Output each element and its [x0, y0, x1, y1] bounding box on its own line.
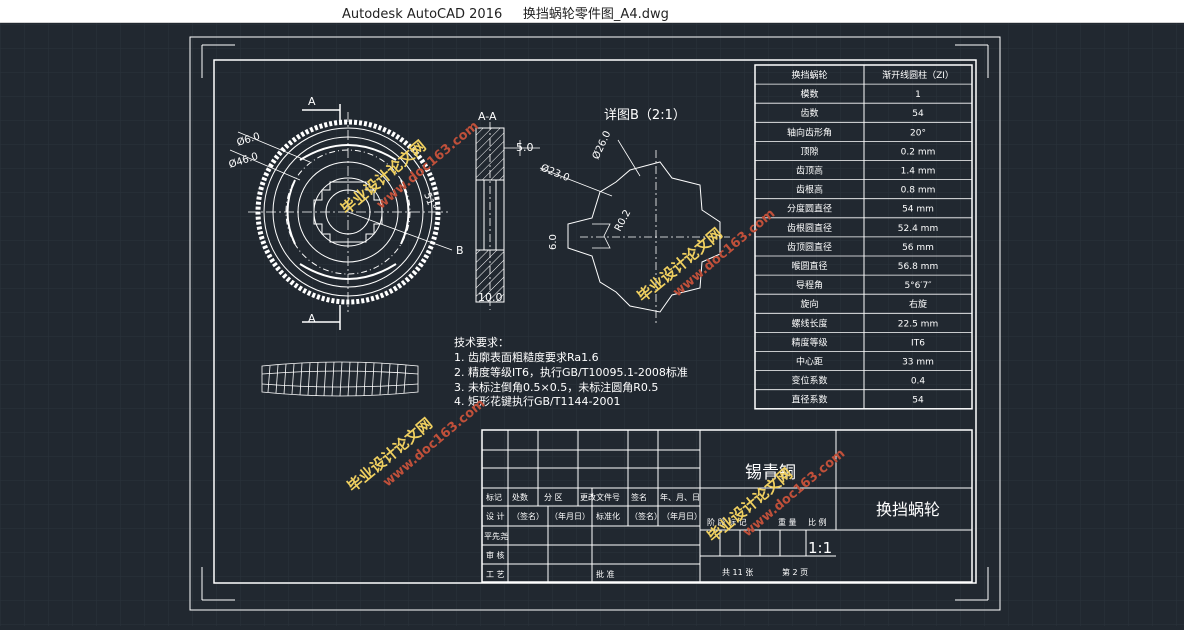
approve-label: 批 准: [596, 569, 615, 579]
parameter-name: 直径系数: [791, 394, 827, 406]
parameter-name: 导程角: [796, 279, 823, 291]
parameter-name: 中心距: [796, 355, 823, 367]
notes-heading: 技术要求：: [454, 336, 509, 349]
title-block-text: 标记 处数 分 区 更改文件号 签名 年、月、日 设 计 （签名） （年月日） …: [484, 492, 827, 579]
cut-label-a-bottom: A: [308, 312, 316, 325]
parameter-name: 喉圆直径: [791, 260, 827, 272]
note-4: 4. 矩形花键执行GB/T1144-2001: [454, 394, 620, 408]
parameter-name: 换挡蜗轮: [791, 69, 827, 81]
stage-label: 阶 段 标 记: [707, 517, 747, 527]
parameter-name: 螺线长度: [791, 317, 827, 329]
hdr-mark: 标记: [486, 492, 502, 502]
parameter-name: 齿顶高: [796, 164, 823, 176]
parameter-value: 1: [915, 90, 921, 100]
technical-notes: 技术要求： 1. 齿廓表面粗糙度要求Ra1.6 2. 精度等级IT6，执行GB/…: [454, 336, 688, 408]
parameter-value: 右旋: [909, 298, 927, 310]
detail-label: 详图B（2:1）: [604, 108, 686, 123]
parameter-name: 齿根圆直径: [787, 222, 832, 234]
weight-label: 重 量: [778, 517, 797, 527]
parameter-name: 旋向: [800, 298, 818, 310]
window-titlebar: Autodesk AutoCAD 2016 换挡蜗轮零件图_A4.dwg: [0, 0, 1184, 23]
detail-view-b: [539, 139, 730, 326]
hdr-zone: 分 区: [544, 493, 563, 502]
note-1: 1. 齿廓表面粗糙度要求Ra1.6: [454, 350, 599, 364]
sheet-number: 第 2 页: [782, 567, 808, 577]
parameter-name: 分度圆直径: [787, 203, 832, 215]
parameter-value: 56.8 mm: [898, 262, 938, 272]
parameter-name: 模数: [800, 88, 818, 100]
parameter-value: 54: [912, 109, 924, 119]
parameter-value: IT6: [911, 338, 925, 348]
parameter-table: 换挡蜗轮 渐开线圆柱（ZI） 模数 1 齿数 54 轴向齿形角 20° 顶隙 0.2 mm 齿顶高 1…: [754, 64, 973, 410]
design-sign: （签名）: [512, 511, 544, 521]
note-2: 2. 精度等级IT6，执行GB/T10095.1-2008标准: [454, 365, 688, 379]
standard-sign: （签名）: [630, 511, 662, 521]
standard-date: （年月日）: [662, 511, 702, 521]
drawing-frame: [189, 36, 1001, 611]
parameter-name: 顶隙: [800, 145, 818, 157]
parameter-value: 1.4 mm: [901, 166, 936, 176]
dim-6: 6.0: [548, 234, 559, 250]
parameter-value: 20°: [910, 128, 926, 138]
standard-label: 标准化: [596, 511, 620, 521]
parameter-name: 齿数: [800, 107, 818, 119]
parameter-value: 52.4 mm: [898, 224, 938, 234]
parameter-value: 渐开线圆柱（ZI）: [882, 69, 954, 81]
cut-line-a: [302, 104, 341, 330]
sheets-total: 共 11 张: [722, 568, 753, 577]
window-title: Autodesk AutoCAD 2016 换挡蜗轮零件图_A4.dwg: [342, 7, 669, 22]
design-date: （年月日）: [550, 511, 590, 521]
hdr-sign: 签名: [631, 492, 647, 502]
cut-label-a-top: A: [308, 95, 316, 108]
scale-label: 比 例: [808, 517, 827, 527]
hdr-doc: 更改文件号: [580, 492, 620, 502]
parameter-value: 54: [912, 396, 924, 406]
parameter-value: 0.8 mm: [901, 186, 936, 196]
parameter-value: 0.2 mm: [901, 147, 936, 157]
process-label: 工 艺: [486, 570, 505, 579]
checker-name: 平先尧: [484, 531, 508, 541]
material-name: 锡青铜: [745, 463, 796, 483]
parameter-name: 齿根高: [796, 184, 823, 196]
parameter-value: 33 mm: [902, 357, 934, 367]
section-label: A-A: [478, 110, 497, 123]
hdr-date: 年、月、日: [660, 492, 700, 502]
cut-label-b: B: [456, 244, 464, 257]
scale-value: 1:1: [808, 539, 832, 557]
hdr-count: 处数: [512, 492, 528, 502]
section-view-aa: [475, 122, 540, 310]
parameter-name: 轴向齿形角: [787, 126, 832, 138]
parameter-name: 精度等级: [791, 336, 827, 348]
dim-width-5: 5.0: [516, 141, 534, 154]
parameter-value: 56 mm: [902, 243, 934, 253]
title-block: [481, 429, 973, 583]
front-view-gear: [229, 112, 453, 312]
parameter-name: 齿顶圆直径: [787, 241, 832, 253]
parameter-value: 54 mm: [902, 205, 934, 215]
part-name: 换挡蜗轮: [876, 500, 940, 519]
dim-width-10: 10.0: [478, 291, 503, 304]
note-3: 3. 未标注倒角0.5×0.5，未标注圆角R0.5: [454, 380, 658, 394]
parameter-value: 0.4: [911, 377, 926, 387]
drawing-canvas[interactable]: A A B Ø6.0 Ø46.0 51° A-A 5.0 10.0 详图B（2:…: [0, 23, 1184, 626]
gear-side-view: [261, 361, 419, 397]
design-label: 设 计: [486, 511, 505, 521]
review-label: 审 核: [486, 550, 505, 560]
parameter-value: 22.5 mm: [898, 319, 938, 329]
parameter-value: 5°6′7″: [904, 281, 932, 291]
parameter-name: 变位系数: [791, 375, 827, 387]
